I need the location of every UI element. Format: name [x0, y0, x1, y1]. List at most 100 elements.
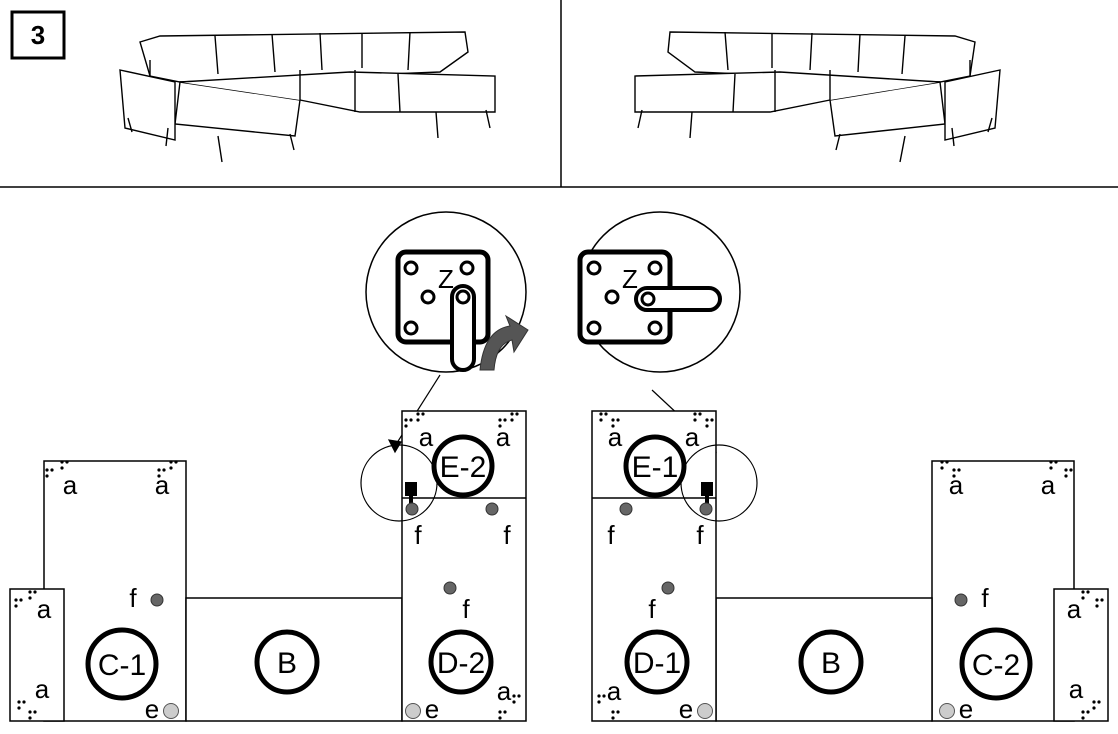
hole-dot	[404, 424, 408, 428]
step-badge: 3	[10, 10, 66, 60]
module-b-label: B	[277, 647, 297, 680]
bolt-dot-light	[163, 703, 179, 719]
hole-dot	[157, 468, 161, 472]
hole-dot	[60, 466, 64, 470]
hole-dot	[33, 710, 37, 714]
bolt-dot-dark	[405, 502, 419, 516]
label-f: f	[414, 520, 422, 550]
hole-dot	[19, 598, 23, 602]
hole-dot	[597, 700, 601, 704]
module-d-label: D-1	[633, 647, 681, 680]
module-e-ring	[431, 434, 495, 498]
hole-dot	[1095, 604, 1099, 608]
hole-dot	[28, 590, 32, 594]
hole-dot	[611, 418, 615, 422]
label-a: a	[608, 422, 623, 452]
z-label-left: Z	[438, 264, 454, 294]
hole-dot	[957, 468, 961, 472]
bolt-dot-light	[697, 703, 713, 719]
hole-dot	[1081, 596, 1085, 600]
label-a: a	[497, 676, 512, 706]
module-e-label: E-1	[632, 451, 679, 484]
hole-dot	[1049, 460, 1053, 464]
hole-dot	[599, 418, 603, 422]
bolt-dot-dark	[485, 502, 499, 516]
hole-dot	[60, 460, 64, 464]
hole-dot	[17, 700, 21, 704]
hole-dot	[1064, 474, 1068, 478]
hole-dot	[50, 468, 54, 472]
label-a: a	[607, 676, 622, 706]
hole-dot	[1069, 468, 1073, 472]
hole-dot	[693, 412, 697, 416]
hole-dot	[616, 710, 620, 714]
label-f: f	[648, 594, 656, 624]
bracket-icon	[701, 482, 713, 496]
label-e: e	[959, 694, 973, 724]
detail-rotate-icon: Z	[365, 211, 529, 373]
bracket-icon	[409, 494, 413, 508]
hole-dot	[1092, 700, 1096, 704]
header-dividers	[0, 0, 1118, 188]
hole-dot	[698, 412, 702, 416]
hole-dot	[409, 418, 413, 422]
module-c-ring	[959, 627, 1033, 701]
hole-dot	[1097, 700, 1101, 704]
label-f: f	[607, 520, 615, 550]
label-f: f	[696, 520, 704, 550]
hole-dot	[604, 412, 608, 416]
hole-dot	[1095, 598, 1099, 602]
label-a: a	[496, 422, 511, 452]
armrest-frame	[1053, 588, 1109, 722]
module-c-ring	[85, 627, 159, 701]
hole-dot	[611, 716, 615, 720]
label-a: a	[37, 594, 52, 624]
bolt-dot-dark	[699, 502, 713, 516]
hole-dot	[515, 412, 519, 416]
bolt-dot-light	[405, 703, 421, 719]
module-b-ring	[798, 629, 864, 695]
hole-dot	[498, 710, 502, 714]
hole-dot	[28, 716, 32, 720]
hole-dot	[1081, 710, 1085, 714]
hole-dot	[510, 418, 514, 422]
bolt-dot-dark	[443, 581, 457, 595]
module-e-ring	[623, 434, 687, 498]
label-a: a	[685, 422, 700, 452]
hole-dot	[169, 460, 173, 464]
hole-dot	[693, 418, 697, 422]
hole-dot	[1086, 590, 1090, 594]
hole-dot	[498, 716, 502, 720]
hole-dot	[45, 468, 49, 472]
label-e: e	[425, 694, 439, 724]
step-number: 3	[31, 20, 45, 50]
label-a: a	[419, 422, 434, 452]
hole-dot	[945, 460, 949, 464]
bolt-dot-dark	[150, 593, 164, 607]
hole-dot	[1054, 460, 1058, 464]
bolt-dot-light	[939, 703, 955, 719]
hole-dot	[503, 418, 507, 422]
hole-dot	[1081, 590, 1085, 594]
module-b-label: B	[821, 647, 841, 680]
hole-dot	[611, 424, 615, 428]
sofa-right-icon	[634, 31, 1001, 163]
label-a: a	[1067, 594, 1082, 624]
hole-dot	[611, 710, 615, 714]
bolt-dot-dark	[954, 593, 968, 607]
sofa-left-icon	[119, 31, 496, 163]
hole-dot	[421, 412, 425, 416]
hole-dot	[705, 418, 709, 422]
hole-dot	[1049, 466, 1053, 470]
z-label-right: Z	[622, 264, 638, 294]
hole-dot	[28, 710, 32, 714]
hole-dot	[416, 412, 420, 416]
hole-dot	[14, 604, 18, 608]
label-a: a	[1069, 674, 1084, 704]
hole-dot	[940, 466, 944, 470]
hole-dot	[952, 468, 956, 472]
label-f: f	[981, 583, 989, 613]
hole-dot	[1081, 716, 1085, 720]
